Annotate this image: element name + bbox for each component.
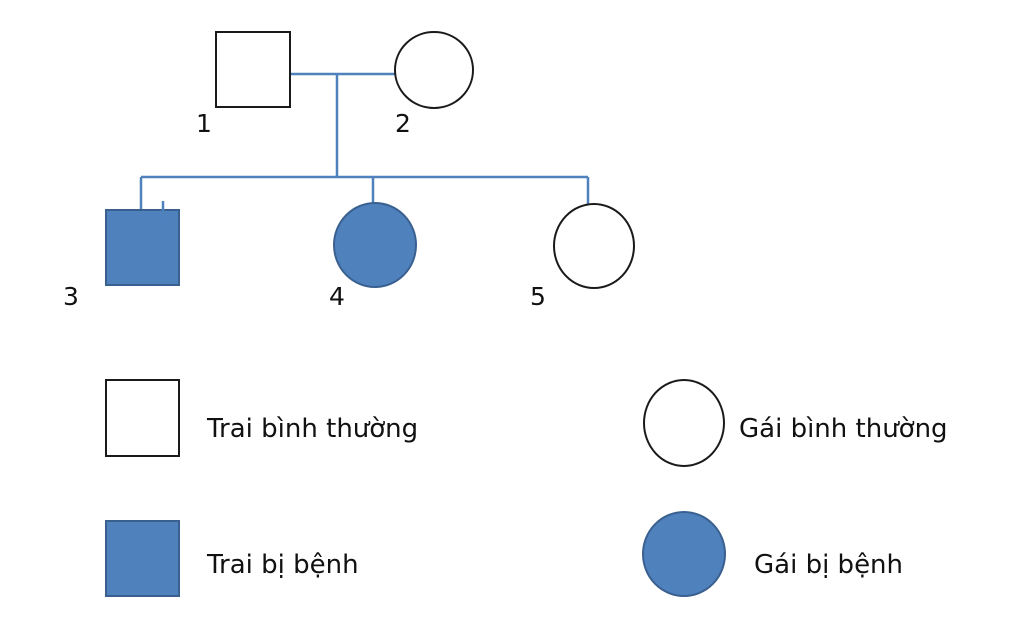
individual-2-normal-female (394, 31, 474, 109)
legend-affected-female-circle (642, 511, 726, 597)
legend-normal-female-circle (643, 379, 725, 467)
individual-4-affected-female (333, 202, 417, 288)
individual-4-label: 4 (329, 282, 345, 311)
legend-normal-male-label: Trai bình thường (206, 414, 418, 444)
individual-2-label: 2 (395, 109, 411, 138)
legend-normal-female-label: Gái bình thường (739, 414, 948, 444)
legend-affected-female-label: Gái bị bệnh (754, 550, 903, 580)
individual-1-normal-male (215, 31, 291, 108)
individual-5-label: 5 (530, 282, 546, 311)
individual-3-affected-male (105, 209, 180, 286)
individual-5-normal-female (553, 203, 635, 289)
individual-3-label: 3 (63, 282, 79, 311)
pedigree-lines (139, 72, 590, 210)
individual-1-label: 1 (196, 109, 212, 138)
legend-affected-male-square (105, 520, 180, 597)
legend: Trai bình thường Gái bình thường Trai bị… (105, 379, 948, 597)
legend-affected-male-label: Trai bị bệnh (206, 550, 359, 580)
legend-normal-male-square (105, 379, 180, 457)
